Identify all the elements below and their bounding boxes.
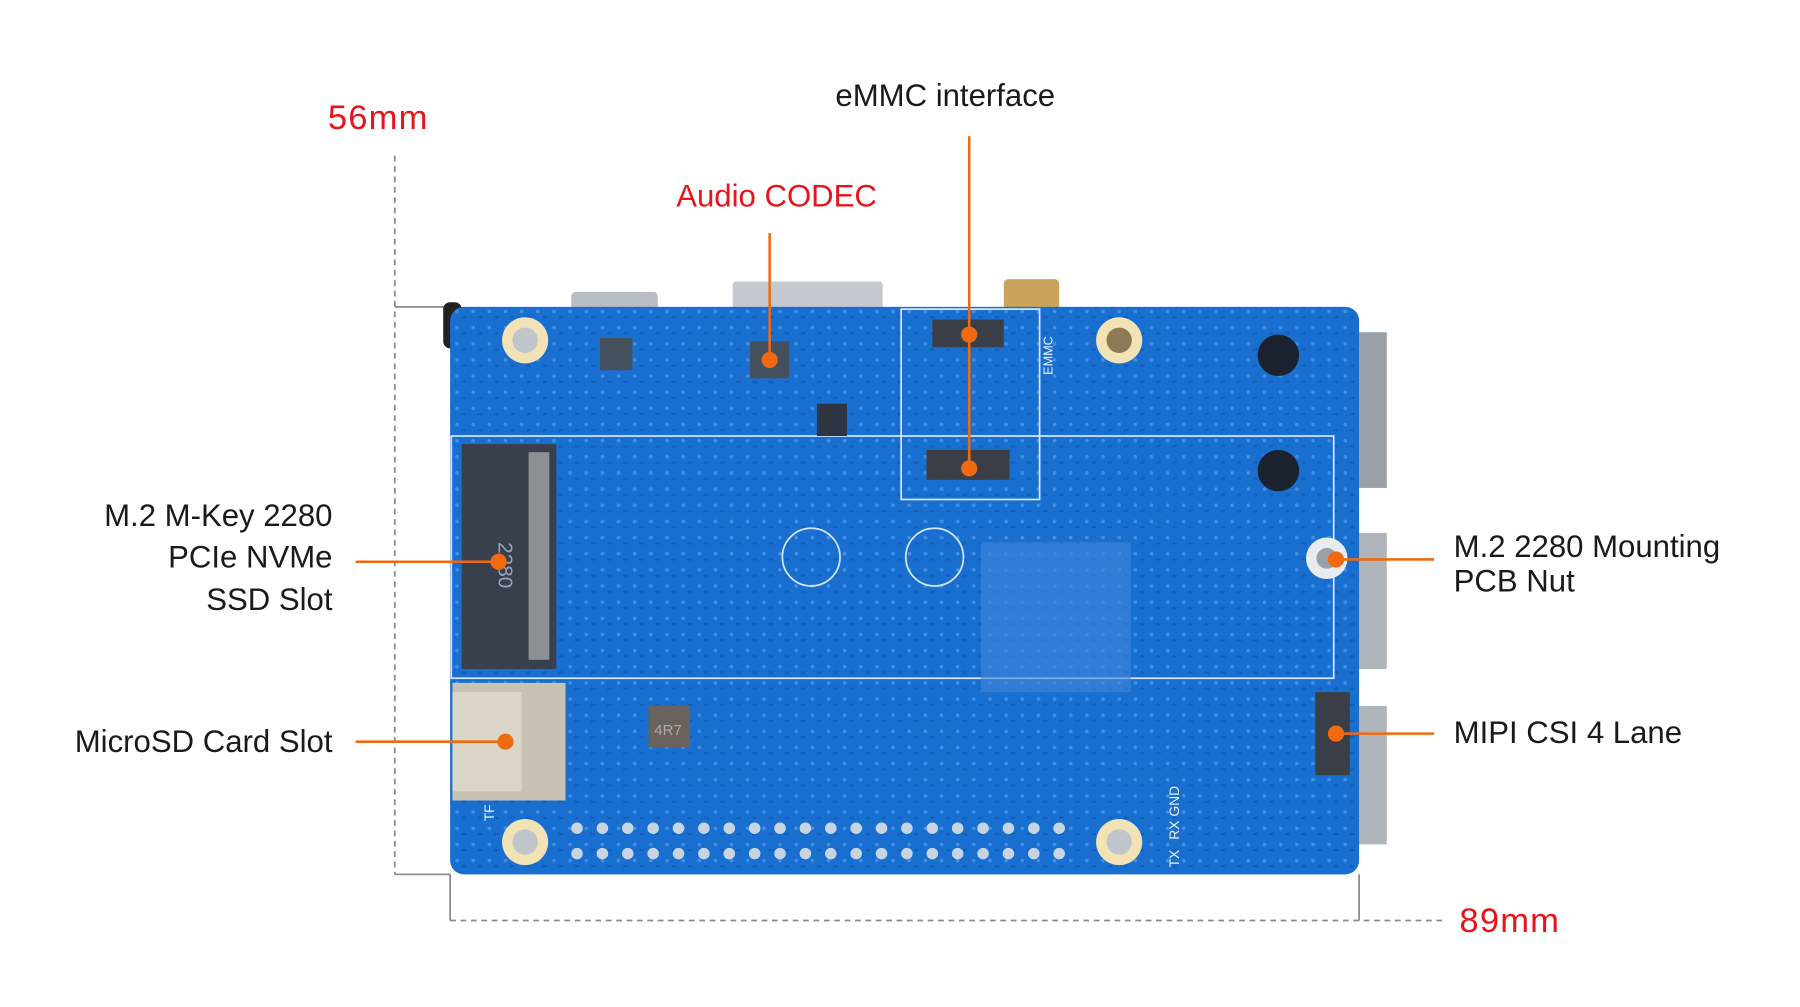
gpio-pad: [1053, 847, 1065, 860]
inductor-label: 4R7: [654, 722, 682, 739]
gpio-pad: [850, 847, 862, 860]
gpio-pad: [1028, 847, 1040, 860]
gpio-pad: [799, 822, 812, 834]
gpio-pad: [571, 847, 583, 860]
gpio-pad: [622, 822, 634, 834]
gpio-pad: [850, 822, 862, 834]
gpio-pad: [1002, 847, 1015, 860]
nut-dot: [1327, 551, 1345, 568]
gpio-pad: [698, 847, 710, 860]
gpio-pad: [926, 847, 939, 860]
gpio-pad: [748, 847, 761, 860]
emmc-top-dot: [961, 326, 978, 343]
gpio-pad: [901, 822, 913, 834]
nut-label-line2: PCB Nut: [1454, 564, 1575, 599]
microsd-label: MicroSD Card Slot: [75, 724, 333, 759]
gpio-pad: [748, 822, 761, 834]
gpio-pad: [723, 822, 736, 834]
gpio-pad: [622, 847, 634, 860]
audio-dot: [761, 351, 778, 368]
gpio-header-pads: [571, 822, 1065, 860]
emmc-label: eMMC interface: [835, 78, 1055, 113]
gpio-pad: [774, 847, 786, 860]
gpio-pad: [723, 847, 736, 860]
m2-label-line1: M.2 M-Key 2280: [104, 498, 332, 533]
gpio-pad: [774, 822, 786, 834]
gpio-pad: [951, 847, 964, 860]
leader-lines: [355, 136, 1435, 743]
edge-connectors: [443, 279, 1387, 845]
gpio-pad: [875, 822, 888, 834]
m2-label-line2: PCIe NVMe: [168, 540, 332, 575]
callout-dots: [490, 326, 1345, 750]
gpio-pad: [825, 847, 837, 860]
nut-label-line1: M.2 2280 Mounting: [1454, 529, 1720, 564]
rx-silk: RX: [1166, 821, 1182, 840]
gpio-pad: [977, 822, 989, 834]
gpio-pad: [1002, 822, 1015, 834]
pcb-board: 2280 4R7 EMMC TX RX GND TF: [450, 306, 1360, 875]
gpio-pad: [596, 847, 609, 860]
gpio-pad: [977, 847, 989, 860]
gpio-pad: [672, 822, 685, 834]
tx-silk: TX: [1166, 850, 1182, 868]
gpio-pad: [951, 822, 964, 834]
gpio-pad: [647, 847, 659, 860]
gpio-pad: [571, 822, 583, 834]
microsd-dot: [497, 733, 514, 750]
gpio-pad: [596, 822, 609, 834]
m2-dot: [490, 553, 507, 570]
gpio-pad: [672, 847, 685, 860]
audio-codec-label: Audio CODEC: [676, 178, 877, 213]
gpio-pad: [698, 822, 710, 834]
gpio-pad: [1053, 822, 1065, 834]
mipi-label: MIPI CSI 4 Lane: [1454, 715, 1682, 750]
width-dimension-label: 89mm: [1459, 902, 1560, 940]
emmc-bottom-dot: [961, 460, 978, 477]
gpio-pad: [799, 847, 812, 860]
gnd-silk: GND: [1166, 786, 1182, 817]
gpio-pad: [901, 847, 913, 860]
dimension-lines: [393, 155, 1443, 922]
gpio-pad: [647, 822, 659, 834]
gpio-pad: [875, 847, 888, 860]
mipi-dot: [1327, 725, 1345, 742]
emmc-silk: EMMC: [1041, 336, 1055, 375]
tf-silk: TF: [481, 804, 497, 821]
gpio-pad: [825, 822, 837, 834]
gpio-pad: [1028, 822, 1040, 834]
m2-label-line3: SSD Slot: [206, 582, 333, 617]
height-dimension-label: 56mm: [328, 99, 429, 137]
gpio-pad: [926, 822, 939, 834]
